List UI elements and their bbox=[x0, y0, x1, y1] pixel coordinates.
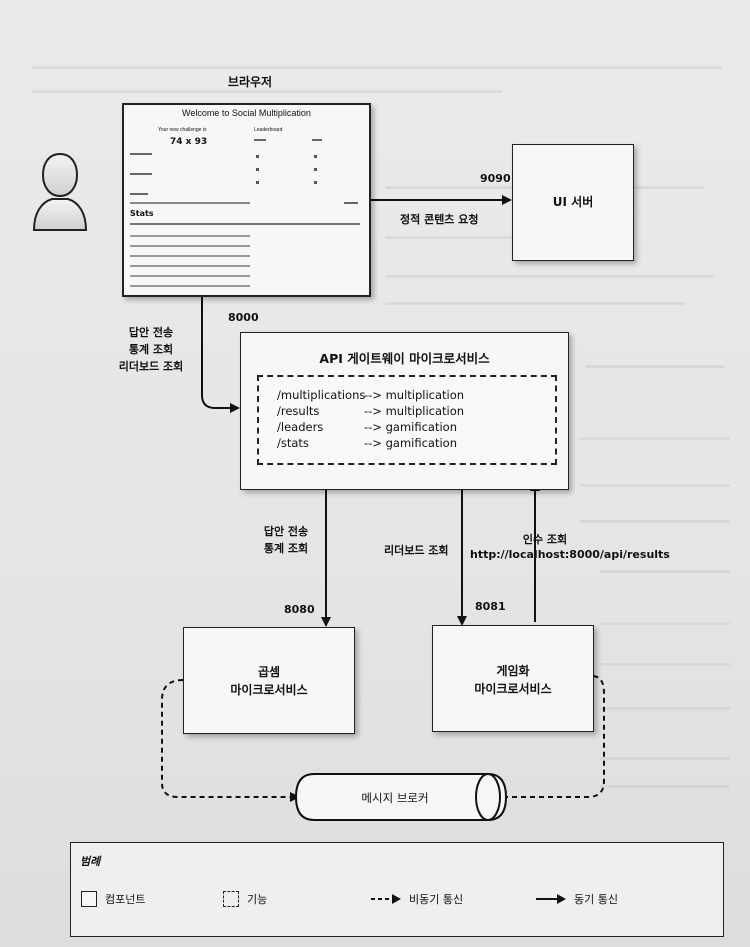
gateway-routes-feature: /multiplications --> multiplication /res… bbox=[257, 375, 557, 465]
gamification-name: 게임화 bbox=[496, 664, 530, 678]
route-target: --> gamification bbox=[364, 420, 457, 434]
legend-sync: 동기 통신 bbox=[536, 891, 618, 907]
legend-title: 범례 bbox=[80, 855, 101, 868]
api-gateway-box[interactable]: API 게이트웨이 마이크로서비스 /multiplications --> m… bbox=[240, 332, 569, 490]
route-path: /multiplications bbox=[277, 388, 366, 402]
callback-url: http://localhost:8000/api/results bbox=[470, 548, 670, 561]
static-content-label: 정적 콘텐츠 요청 bbox=[400, 213, 479, 226]
legend-sync-label: 동기 통신 bbox=[574, 893, 618, 906]
gamification-service-box[interactable]: 게임화 마이크로서비스 bbox=[432, 625, 594, 732]
multiplication-service-box[interactable]: 곱셈 마이크로서비스 bbox=[183, 627, 355, 734]
edge-broker-gamification bbox=[503, 671, 605, 798]
multiplication-port: 8080 bbox=[284, 603, 315, 616]
user-avatar bbox=[30, 150, 90, 232]
route-target: --> multiplication bbox=[364, 388, 465, 402]
person-silhouette-icon bbox=[32, 152, 88, 231]
route-target: --> gamification bbox=[364, 436, 457, 450]
incoming-label-leaderboard: 리더보드 조회 bbox=[118, 360, 184, 373]
legend: 범례 컴포넌트 기능 비동기 통신 동기 통신 bbox=[70, 842, 724, 937]
legend-async: 비동기 통신 bbox=[371, 891, 463, 907]
solid-arrow-icon bbox=[536, 894, 566, 904]
ui-server-box[interactable]: UI 서버 bbox=[512, 144, 634, 261]
message-broker-label: 메시지 브로커 bbox=[361, 791, 429, 805]
gateway-port: 8000 bbox=[228, 311, 259, 324]
incoming-label-submit: 답안 전송 bbox=[128, 326, 174, 339]
legend-feature: 기능 bbox=[223, 891, 267, 907]
legend-feature-label: 기능 bbox=[247, 893, 268, 906]
browser-window-title: Welcome to Social Multiplication bbox=[182, 108, 311, 118]
mult-edge-label-stats: 통계 조회 bbox=[263, 542, 309, 555]
mult-edge-label-submit: 답안 전송 bbox=[263, 525, 309, 538]
gam-edge-label-leaderboard: 리더보드 조회 bbox=[384, 544, 449, 557]
edge-browser-gateway bbox=[201, 295, 240, 413]
callback-label: 인수 조회 bbox=[522, 533, 568, 546]
browser-label: 브라우저 bbox=[227, 75, 273, 89]
edge-multiplication-broker bbox=[161, 679, 300, 802]
leaderboard-label: Leaderboard bbox=[254, 127, 283, 133]
browser-window[interactable]: Welcome to Social Multiplication Your ne… bbox=[122, 103, 371, 297]
legend-component: 컴포넌트 bbox=[81, 891, 145, 907]
challenge-value: 74 x 93 bbox=[170, 137, 208, 147]
legend-component-label: 컴포넌트 bbox=[105, 893, 146, 906]
multiplication-name: 곱셈 bbox=[257, 665, 281, 679]
ui-server-port: 9090 bbox=[480, 172, 511, 185]
api-gateway-title: API 게이트웨이 마이크로서비스 bbox=[319, 351, 490, 366]
legend-async-label: 비동기 통신 bbox=[409, 893, 464, 906]
dashed-arrow-icon bbox=[371, 894, 401, 904]
feature-swatch-icon bbox=[223, 891, 239, 907]
incoming-label-stats: 통계 조회 bbox=[128, 343, 174, 356]
gamification-port: 8081 bbox=[475, 600, 506, 613]
route-path: /stats bbox=[277, 436, 309, 450]
ui-server-label: UI 서버 bbox=[552, 195, 594, 209]
gamification-type: 마이크로서비스 bbox=[474, 682, 552, 696]
multiplication-type: 마이크로서비스 bbox=[230, 683, 308, 697]
message-broker-cylinder bbox=[294, 773, 508, 821]
challenge-label: Your new challenge is bbox=[158, 127, 207, 133]
route-path: /results bbox=[277, 404, 320, 418]
route-target: --> multiplication bbox=[364, 404, 465, 418]
stats-label: Stats bbox=[130, 209, 154, 218]
route-path: /leaders bbox=[277, 420, 324, 434]
component-swatch-icon bbox=[81, 891, 97, 907]
